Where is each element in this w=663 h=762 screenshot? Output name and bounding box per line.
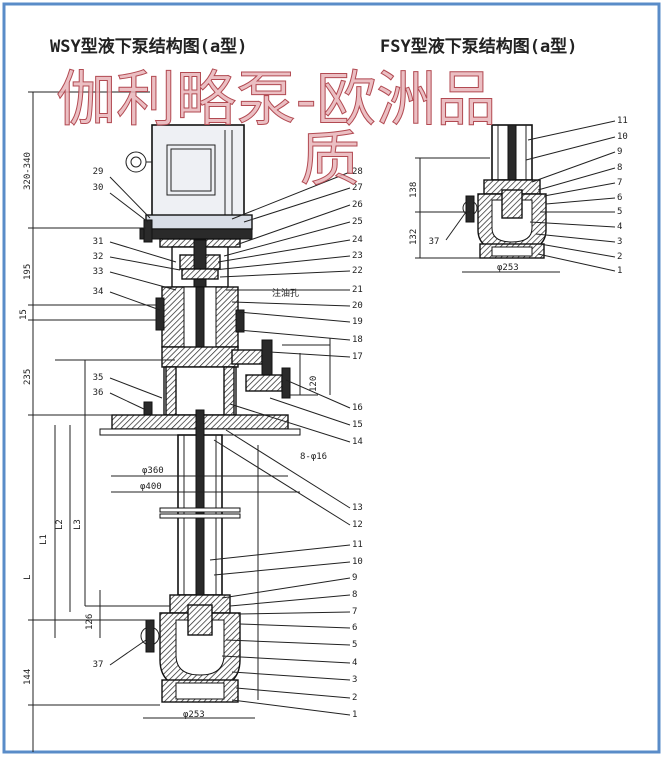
wsy-part-label-33: 33 [93,267,104,277]
wsy-part-label-13: 13 [352,503,363,513]
dim-120: 120 [309,376,319,392]
wsy-part-label-16: 16 [352,403,363,413]
dim-L3: L3 [73,519,83,530]
fsy-part-label-5: 5 [617,207,622,217]
wsy-part-label-22: 22 [352,266,363,276]
impeller [187,604,213,636]
wsy-part-label-19: 19 [352,317,363,327]
wsy-part-label-23: 23 [352,251,363,261]
fsy-part-label-11: 11 [617,116,628,126]
dim-L1: L1 [39,534,49,545]
wsy-part-label-15: 15 [352,420,363,430]
dim-320-340: 320-340 [23,152,33,190]
wsy-part-label-18: 18 [352,335,363,345]
watermark-line-1: 伽利略泵-欧洲品 [56,65,496,135]
wsy-part-label-36: 36 [93,388,104,398]
wsy-part-label-26: 26 [352,200,363,210]
wsy-part-label-34: 34 [93,287,104,297]
dim-195: 195 [23,264,33,280]
dim-253: φ253 [183,710,205,720]
dim-400: φ400 [140,482,162,492]
fsy-part-label-3: 3 [617,237,622,247]
wsy-left-part-labels: 29 30 31 32 33 34 35 36 37 [93,167,104,670]
wsy-part-label-9: 9 [352,573,357,583]
watermark: 伽利略泵-欧洲品 质 [56,65,497,196]
wsy-part-label-31: 31 [93,237,104,247]
oil-hole-note: 注油孔 [272,287,299,299]
fsy-title: FSY型液下泵结构图(a型) [380,36,577,57]
motor-bolt [143,219,153,243]
wsy-title: WSY型液下泵结构图(a型) [50,36,247,57]
wsy-part-label-32: 32 [93,252,104,262]
wsy-part-label-6: 6 [352,623,357,633]
fsy-part-label-10: 10 [617,132,628,142]
wsy-part-label-8: 8 [352,590,357,600]
fsy-impeller [501,189,523,219]
fsy-part-label-6: 6 [617,193,622,203]
fsy-part-label-9: 9 [617,147,622,157]
wsy-part-label-12: 12 [352,520,363,530]
wsy-part-label-20: 20 [352,301,363,311]
dim-15: 15 [19,309,29,320]
wsy-part-label-29: 29 [93,167,104,177]
fsy-pump-drawing: 138 132 φ253 11 10 9 8 7 6 5 4 3 2 1 37 [409,116,628,276]
fsy-part-label-4: 4 [617,222,622,232]
wsy-part-label-30: 30 [93,183,104,193]
wsy-right-part-labels: 2827262524232221201918171615141312111098… [352,167,363,720]
dim-144: 144 [23,669,33,685]
wsy-part-label-17: 17 [352,352,363,362]
discharge-flange [261,339,273,376]
motor-body [151,124,245,221]
dim-126: 126 [85,614,95,630]
dim-L: L [23,575,33,580]
wsy-part-label-35: 35 [93,373,104,383]
fsy-right-part-labels: 11 10 9 8 7 6 5 4 3 2 1 [617,116,628,276]
wsy-part-label-1: 1 [352,710,357,720]
dim-L2: L2 [55,519,65,530]
wsy-part-label-14: 14 [352,437,363,447]
bolts-note: 8-φ16 [300,452,327,462]
wsy-part-label-27: 27 [352,183,363,193]
wsy-part-label-25: 25 [352,217,363,227]
wsy-part-label-10: 10 [352,557,363,567]
watermark-line-2: 质 [300,125,360,195]
dim-360: φ360 [142,466,164,476]
wsy-part-label-7: 7 [352,607,357,617]
fsy-part-label-8: 8 [617,163,622,173]
fsy-part-label-37: 37 [429,237,440,247]
wsy-part-label-11: 11 [352,540,363,550]
fsy-left-part-labels: 37 [429,237,440,247]
wsy-part-label-4: 4 [352,658,357,668]
motor-terminal-box [166,144,216,196]
wsy-part-label-37: 37 [93,660,104,670]
wsy-part-label-24: 24 [352,235,363,245]
wsy-pump-drawing: 320-340 195 15 235 L L1 L2 L3 126 144 12… [19,91,363,752]
fsy-dim-253: φ253 [497,263,519,273]
lifting-eye [125,151,147,173]
fsy-part-label-7: 7 [617,178,622,188]
wsy-part-label-5: 5 [352,640,357,650]
wsy-part-label-21: 21 [352,285,363,295]
wsy-part-label-3: 3 [352,675,357,685]
dim-235: 235 [23,369,33,385]
fsy-dim-138: 138 [409,182,419,198]
fsy-part-label-1: 1 [617,266,622,276]
fsy-part-label-2: 2 [617,252,622,262]
discharge-nozzle [231,349,263,365]
wsy-part-label-28: 28 [352,167,363,177]
wsy-part-label-2: 2 [352,693,357,703]
fsy-dim-132: 132 [409,229,419,245]
